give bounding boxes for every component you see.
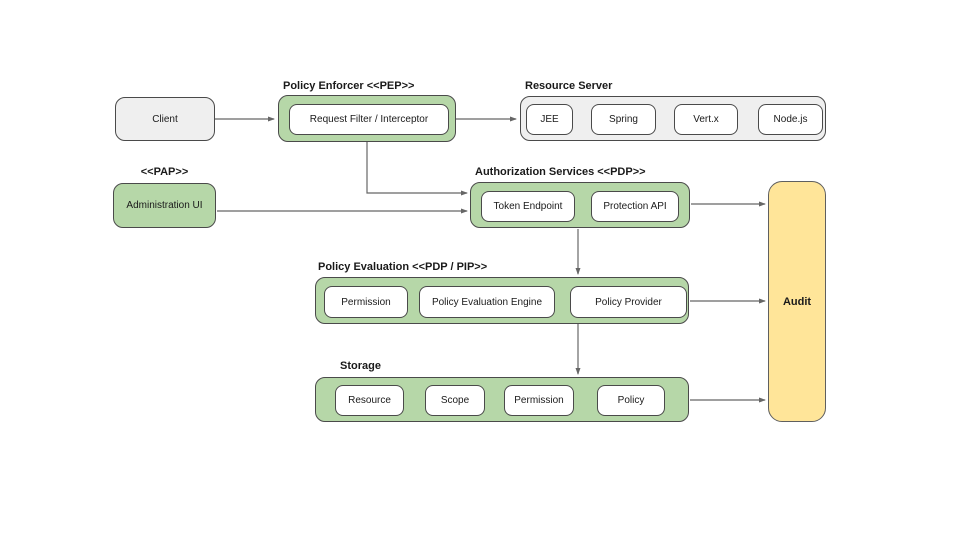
token-endpoint-chip: Token Endpoint (481, 191, 575, 222)
request-filter-chip: Request Filter / Interceptor (289, 104, 449, 135)
protection-api-chip: Protection API (591, 191, 679, 222)
authorization-services-title: Authorization Services <<PDP>> (475, 166, 646, 178)
policy-enforcer-title: Policy Enforcer <<PEP>> (283, 80, 415, 92)
policy-chip: Policy (597, 385, 665, 416)
audit-node: Audit (768, 181, 826, 422)
audit-label: Audit (782, 295, 812, 308)
policy-provider-chip: Policy Provider (570, 286, 687, 318)
authorization-services-container: Token Endpoint Protection API (470, 182, 690, 228)
jee-chip: JEE (526, 104, 573, 135)
policy-evaluation-engine-chip: Policy Evaluation Engine (419, 286, 555, 318)
spring-chip: Spring (591, 104, 656, 135)
scope-chip: Scope (425, 385, 485, 416)
storage-permission-chip: Permission (504, 385, 574, 416)
arrow-pep-to-auth-services (366, 142, 468, 196)
policy-evaluation-container: Permission Policy Evaluation Engine Poli… (315, 277, 689, 324)
permission-chip: Permission (324, 286, 408, 318)
pap-title: <<PAP>> (140, 166, 189, 178)
client-node: Client (115, 97, 215, 141)
administration-ui-label: Administration UI (126, 200, 203, 211)
resource-server-title: Resource Server (525, 80, 613, 92)
storage-container: Resource Scope Permission Policy (315, 377, 689, 422)
administration-ui-node: Administration UI (113, 183, 216, 228)
policy-evaluation-title: Policy Evaluation <<PDP / PIP>> (318, 261, 488, 273)
vertx-chip: Vert.x (674, 104, 738, 135)
storage-title: Storage (340, 360, 381, 372)
policy-enforcer-container: Request Filter / Interceptor (278, 95, 456, 142)
resource-server-container: JEE Spring Vert.x Node.js (520, 96, 826, 141)
resource-chip: Resource (335, 385, 404, 416)
nodejs-chip: Node.js (758, 104, 823, 135)
client-label: Client (152, 113, 178, 125)
